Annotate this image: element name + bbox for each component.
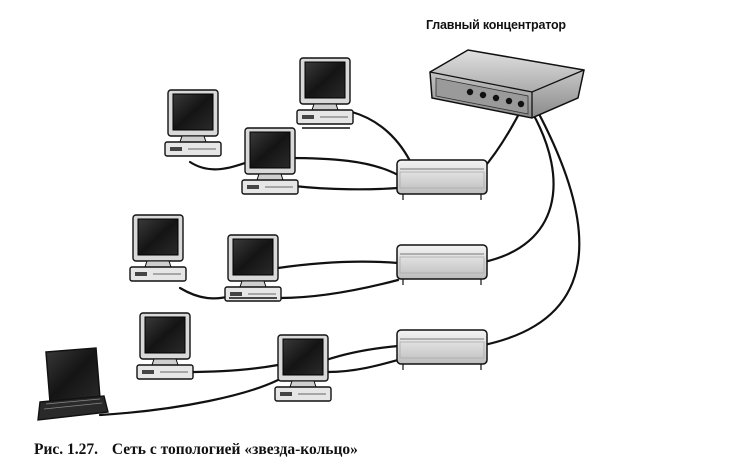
cable-group3-c (98, 376, 284, 417)
cable-hub-to-minihub-1 (480, 108, 523, 172)
cable-group2-b (178, 286, 234, 300)
computer-1a (296, 57, 354, 125)
minihub-1 (396, 159, 488, 201)
hub-label: Главный концентратор (426, 18, 566, 32)
figure-caption: Рис. 1.27. Сеть с топологией «звезда-кол… (34, 441, 358, 459)
minihub-2 (396, 244, 488, 286)
main-hub (429, 49, 585, 119)
cable-group3-a (184, 363, 280, 374)
cable-group1-c (188, 160, 250, 171)
cable-group3-d (326, 358, 400, 374)
cable-group1-d (292, 184, 400, 191)
cable-group1-a (350, 110, 414, 167)
cable-group2-a (276, 260, 400, 270)
cable-group2-c (278, 278, 400, 300)
minihub-3 (396, 329, 488, 371)
caption-number: Рис. 1.27. (34, 441, 99, 458)
caption-text: Сеть с топологией «звезда-кольцо» (111, 441, 358, 458)
cable-group3-b (324, 344, 400, 362)
computer-3a (136, 312, 194, 380)
computer-3b (274, 334, 332, 402)
cable-group1-b (284, 156, 400, 177)
computer-1b (164, 89, 222, 157)
cable-hub-to-minihub-3 (482, 110, 581, 347)
computer-1c (241, 127, 299, 195)
computer-2a (129, 214, 187, 282)
computer-2b (224, 234, 282, 302)
laptop (37, 347, 109, 421)
cable-hub-to-minihub-2 (482, 110, 555, 264)
